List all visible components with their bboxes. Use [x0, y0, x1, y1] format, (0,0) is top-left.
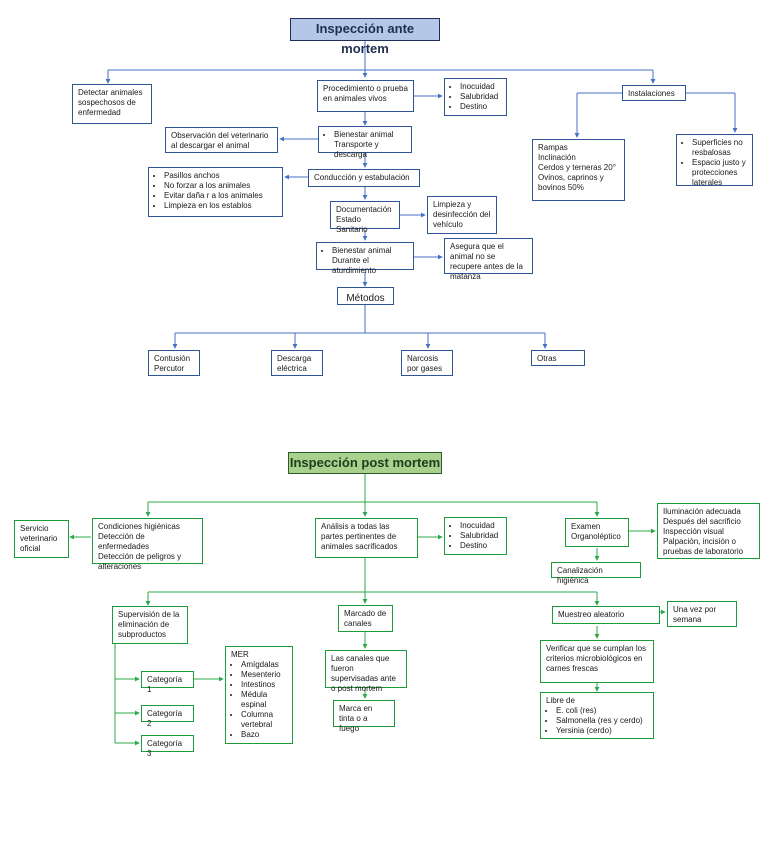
superficies-item: Superficies no resbalosas	[692, 138, 747, 158]
inocuidad-post-item: Inocuidad	[460, 521, 501, 531]
destino-post-item: Destino	[460, 541, 501, 551]
rampas-box: Rampas Inclinación Cerdos y terneras 20°…	[532, 139, 625, 201]
procedimiento-box: Procedimiento o prueba en animales vivos	[317, 80, 414, 112]
espacio-item: Espacio justo y protecciones laterales	[692, 158, 747, 188]
superficies-box: Superficies no resbalosas Espacio justo …	[676, 134, 753, 188]
bienestar-transporte-box: Bienestar animal Transporte y descarga	[318, 126, 412, 159]
deteccion-peligros-text: Detección de peligros y alteraciones	[98, 552, 182, 571]
detectar-box: Detectar animales sospechosos de enferme…	[72, 84, 152, 124]
iluminacion-text: Iluminación adecuada	[663, 507, 741, 516]
ante-title: Inspección ante mortem	[290, 18, 440, 56]
palpacion-text: Palpación, incisión o pruebas de laborat…	[663, 537, 744, 556]
marcado-box: Marcado de canales	[338, 605, 393, 632]
condiciones-box: Condiciones higiénicas Detección de enfe…	[92, 518, 203, 571]
cerdos-text: Cerdos y terneras 20°	[538, 163, 616, 172]
categoria-2-box: Categoría 2	[141, 705, 194, 728]
examen-box: Examen Organoléptico	[565, 518, 629, 547]
libre-item: E. coli (res)	[556, 706, 648, 716]
descarga-box: Descarga eléctrica	[271, 350, 323, 376]
mer-item: Intestinos	[241, 680, 287, 690]
categoria-1-box: Categoría 1	[141, 671, 194, 694]
salubridad-post-item: Salubridad	[460, 531, 501, 541]
instalaciones-box: Instalaciones	[622, 85, 686, 101]
una-vez-box: Una vez por semana	[667, 601, 737, 627]
rampas-text: Rampas	[538, 143, 568, 152]
mer-box: MER Amígdalas Mesenterio Intestinos Médu…	[225, 646, 293, 744]
inclinacion-text: Inclinación	[538, 153, 576, 162]
documentacion-box: Documentación Estado Sanitario	[330, 201, 400, 234]
mer-title: MER	[231, 650, 249, 659]
despues-text: Después del sacrificio	[663, 517, 741, 526]
salubridad-item: Salubridad	[460, 92, 501, 102]
verificar-box: Verificar que se cumplan los criterios m…	[540, 640, 654, 683]
libre-box: Libre de E. coli (res) Salmonella (res y…	[540, 692, 654, 739]
post-title: Inspección post mortem	[288, 452, 442, 474]
metodos-box: Métodos	[337, 287, 394, 305]
mer-item: Mesenterio	[241, 670, 287, 680]
percutor-text: Percutor	[154, 364, 185, 373]
inocuidad-box-ante: Inocuidad Salubridad Destino	[444, 78, 507, 116]
estado-sanitario-text: Estado Sanitario	[336, 215, 368, 234]
evitar-item: Evitar daña r a los animales	[164, 191, 277, 201]
iluminacion-box: Iluminación adecuada Después del sacrifi…	[657, 503, 760, 559]
pasillos-item: Pasillos anchos	[164, 171, 277, 181]
bienestar-aturdimiento-text: Bienestar animal Durante el aturdimiento	[332, 246, 408, 276]
otras-box: Otras	[531, 350, 585, 366]
supervision-box: Supervisión de la eliminación de subprod…	[112, 606, 188, 644]
no-forzar-item: No forzar a los animales	[164, 181, 277, 191]
deteccion-enfermedades-text: Detección de enfermedades	[98, 532, 150, 551]
mer-item: Amígdalas	[241, 660, 287, 670]
bienestar-aturdimiento-box: Bienestar animal Durante el aturdimiento	[316, 242, 414, 275]
libre-title: Libre de	[546, 696, 575, 705]
pasillos-box: Pasillos anchos No forzar a los animales…	[148, 167, 283, 217]
libre-item: Salmonella (res y cerdo)	[556, 716, 648, 726]
categoria-3-box: Categoría 3	[141, 735, 194, 758]
servicio-box: Servicio veterinario oficial	[14, 520, 69, 558]
inocuidad-item: Inocuidad	[460, 82, 501, 92]
canalizacion-box: Canalización higiénica	[551, 562, 641, 585]
mer-item: Columna vertebral	[241, 710, 287, 730]
mer-item: Bazo	[241, 730, 287, 740]
libre-item: Yersinia (cerdo)	[556, 726, 648, 736]
inocuidad-box-post: Inocuidad Salubridad Destino	[444, 517, 507, 555]
conduccion-box: Conducción y estabulación	[308, 169, 420, 187]
analisis-box: Análisis a todas las partes pertinentes …	[315, 518, 418, 558]
limpieza-vehiculo-box: Limpieza y desinfección del vehículo	[427, 196, 497, 234]
inspeccion-visual-text: Inspección visual	[663, 527, 724, 536]
contusion-text: Contusión	[154, 354, 191, 363]
contusion-box: Contusión Percutor	[148, 350, 200, 376]
ovinos-text: Ovinos, caprinos y bovinos 50%	[538, 173, 604, 192]
marca-tinta-box: Marca en tinta o a fuego	[333, 700, 395, 733]
destino-item: Destino	[460, 102, 501, 112]
observacion-box: Observación del veterinario al descargar…	[165, 127, 278, 153]
muestreo-box: Muestreo aleatorio	[552, 606, 660, 624]
asegura-box: Asegura que el animal no se recupere ant…	[444, 238, 533, 281]
bienestar-transporte-text: Bienestar animal Transporte y descarga	[334, 130, 406, 160]
mer-item: Médula espinal	[241, 690, 287, 710]
narcosis-box: Narcosis por gases	[401, 350, 453, 376]
documentacion-text: Documentación	[336, 205, 392, 214]
condiciones-text: Condiciones higiénicas	[98, 522, 180, 531]
canales-supervisadas-box: Las canales que fueron supervisadas ante…	[325, 650, 407, 693]
limpieza-establos-item: Limpieza en los establos	[164, 201, 277, 211]
